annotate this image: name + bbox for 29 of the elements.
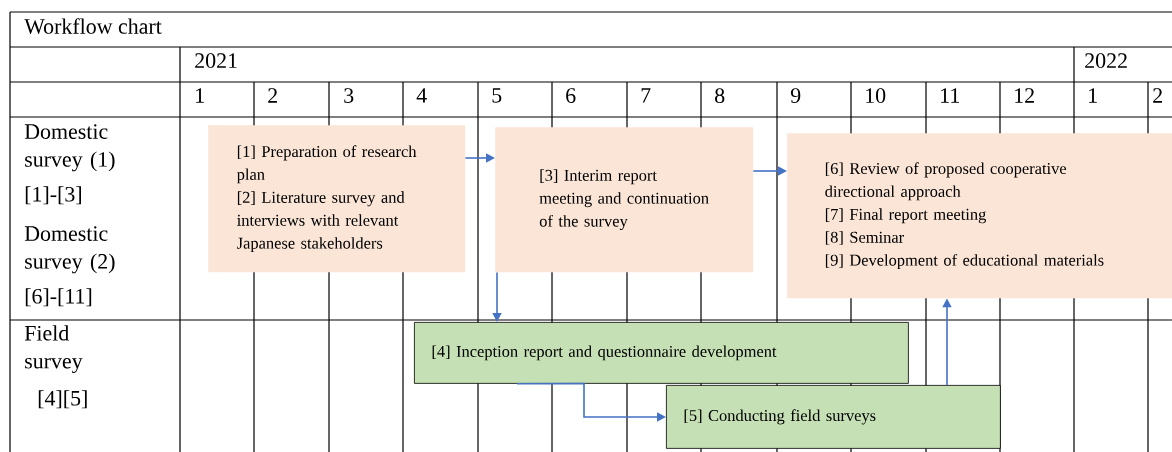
- row-header: Field survey: [24, 325, 83, 374]
- row-header: Domestic survey (1): [24, 124, 115, 172]
- year-label: 2021: [195, 53, 237, 68]
- row-header: [6]-[11]: [25, 288, 92, 307]
- row-header: [1]-[3]: [25, 186, 81, 205]
- task-box: [3] Interim report meeting and continuation of the survey: [495, 127, 754, 273]
- month-label: 2: [268, 88, 277, 103]
- row-header: [4][5]: [38, 390, 87, 409]
- arrow: [464, 153, 495, 163]
- task-bar: [4] Inception report and questionnaire development: [414, 322, 909, 384]
- year-label: 2022: [1085, 53, 1127, 68]
- month-label: 8: [715, 88, 725, 103]
- month-label: 1: [1089, 88, 1097, 103]
- month-label: 4: [416, 88, 427, 103]
- month-label: 9: [790, 88, 801, 103]
- row-header: Domestic survey (2): [24, 226, 115, 274]
- month-label: 11: [941, 88, 959, 103]
- task-box: [6] Review of proposed cooperative directional approach [7] Final report meeting [8] Seminar [9] Development of educational materials: [787, 133, 1172, 299]
- task-bar: [5] Conducting field surveys: [666, 385, 1001, 449]
- month-label: 3: [344, 88, 354, 103]
- chart-title: Workflow chart: [24, 18, 162, 34]
- month-label: 10: [866, 88, 886, 103]
- month-label: 6: [566, 88, 576, 103]
- month-label: 5: [492, 88, 502, 103]
- task-box: [1] Preparation of research plan [2] Literature survey and interviews with relevant Japanese stakeholders: [208, 125, 466, 273]
- month-label: 2: [1153, 88, 1162, 103]
- month-label: 7: [641, 88, 651, 103]
- month-label: 1: [196, 88, 204, 103]
- month-label: 12: [1015, 88, 1034, 103]
